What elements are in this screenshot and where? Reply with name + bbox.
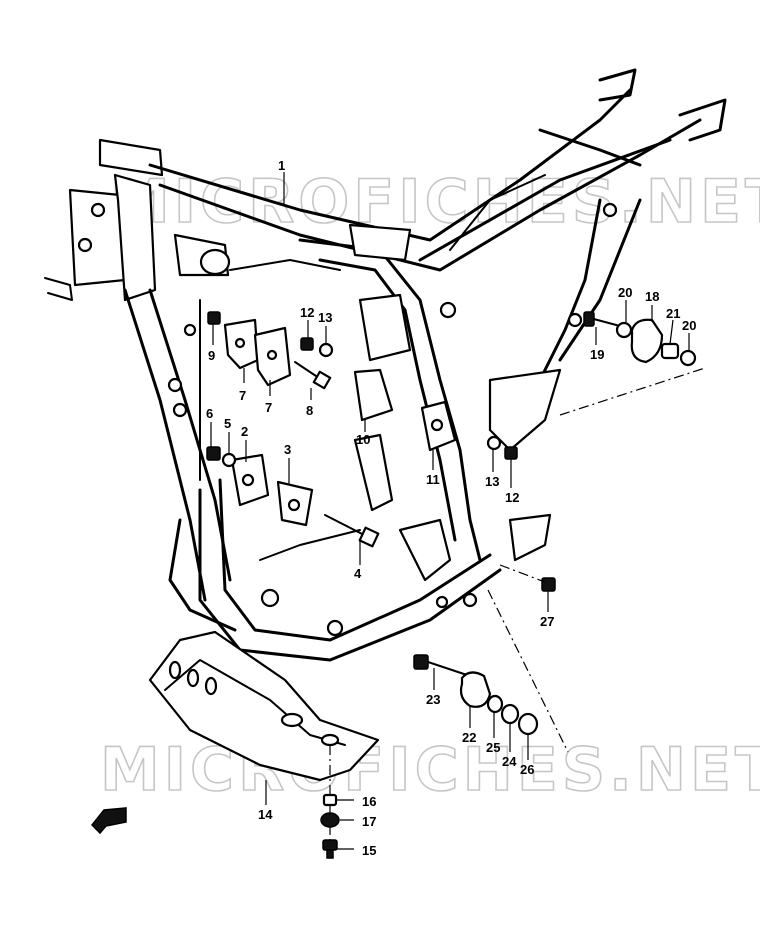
callout-9: 9 xyxy=(208,348,215,363)
callout-12-left: 12 xyxy=(300,305,314,320)
callout-13-right: 13 xyxy=(485,474,499,489)
bolt-4 xyxy=(324,514,380,548)
engine-bracket-10 xyxy=(353,368,394,422)
lower-mount-bolt-23 xyxy=(413,654,471,677)
callout-25: 25 xyxy=(486,740,500,755)
bolt-8 xyxy=(294,361,332,390)
callout-1: 1 xyxy=(278,158,285,173)
washer-26 xyxy=(517,712,539,736)
callout-labels: 1 2 3 4 5 6 7 7 8 9 10 11 12 12 13 13 14… xyxy=(206,158,696,858)
nut-12-left xyxy=(300,337,314,351)
cushion-17 xyxy=(320,812,340,828)
callout-27: 27 xyxy=(540,614,554,629)
centerline-nut-27 xyxy=(499,564,546,583)
callout-2: 2 xyxy=(241,424,248,439)
washer-20-left xyxy=(615,321,633,339)
callout-15: 15 xyxy=(362,843,376,858)
collar-25 xyxy=(486,694,504,714)
callout-26: 26 xyxy=(520,762,534,777)
callout-6: 6 xyxy=(206,406,213,421)
washer-13-right xyxy=(486,435,502,451)
skid-plate xyxy=(148,630,380,782)
centerline-rear-mount xyxy=(559,367,706,416)
callout-17: 17 xyxy=(362,814,376,829)
washer-24 xyxy=(500,703,520,725)
callout-16: 16 xyxy=(362,794,376,809)
callout-19: 19 xyxy=(590,347,604,362)
callout-4: 4 xyxy=(354,566,362,581)
main-frame xyxy=(44,68,727,662)
collar-16 xyxy=(322,793,338,807)
callout-20-left: 20 xyxy=(618,285,632,300)
washer-5 xyxy=(221,452,237,468)
callout-24: 24 xyxy=(502,754,517,769)
rear-mount-bolt-19 xyxy=(583,311,621,327)
spacer-21 xyxy=(660,342,680,360)
nut-12-right xyxy=(504,446,518,460)
washer-13-left xyxy=(318,342,334,358)
rubber-cushion-18 xyxy=(630,318,664,364)
callout-11: 11 xyxy=(426,472,440,487)
bolt-9 xyxy=(207,311,221,325)
callout-18: 18 xyxy=(645,289,659,304)
callout-12-right: 12 xyxy=(505,490,519,505)
callout-3: 3 xyxy=(284,442,291,457)
callout-8: 8 xyxy=(306,403,313,418)
watermark-bottom: MICROFICHES.NET xyxy=(100,735,760,805)
bolt-15 xyxy=(322,839,338,859)
watermark-top: MICROFICHES.NET xyxy=(110,167,760,237)
leader-lines xyxy=(210,172,690,850)
front-direction-arrow-icon xyxy=(90,807,127,835)
callout-13-left: 13 xyxy=(318,310,332,325)
rubber-cushion-22 xyxy=(459,671,492,708)
callout-7-right: 7 xyxy=(265,400,272,415)
callout-20-right: 20 xyxy=(682,318,696,333)
callout-22: 22 xyxy=(462,730,476,745)
nut-27 xyxy=(541,577,556,592)
callout-21: 21 xyxy=(666,306,680,321)
nut-6 xyxy=(206,446,221,461)
callout-5: 5 xyxy=(224,416,231,431)
callout-10: 10 xyxy=(356,432,370,447)
washer-20-right xyxy=(679,349,697,367)
callout-23: 23 xyxy=(426,692,440,707)
callout-14: 14 xyxy=(258,807,273,822)
callout-7-left: 7 xyxy=(239,388,246,403)
